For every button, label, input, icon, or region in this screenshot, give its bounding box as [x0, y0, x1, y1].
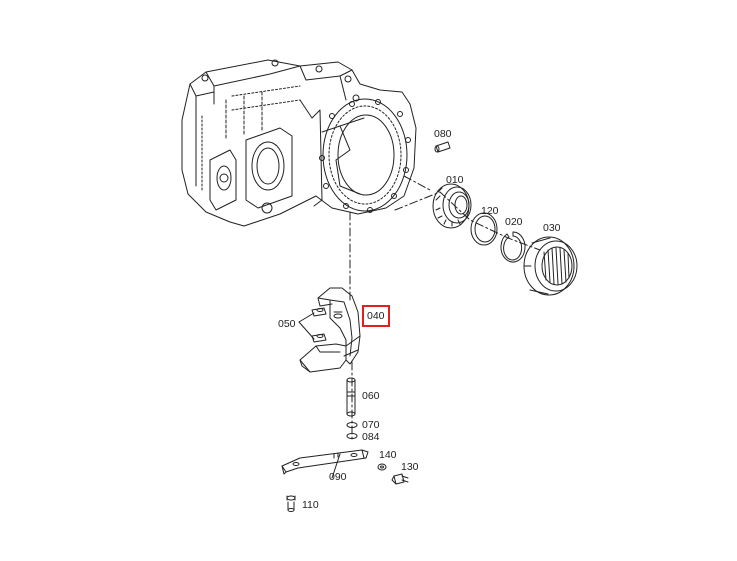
gearbox-housing [181, 59, 417, 227]
part-080-pin [434, 141, 451, 153]
callout-050[interactable]: 050 [278, 318, 296, 330]
part-110-bolt [286, 495, 296, 512]
callout-110[interactable]: 110 [302, 499, 319, 511]
callout-084[interactable]: 084 [362, 431, 380, 443]
part-030-needle-bearing [523, 236, 578, 296]
callout-090[interactable]: 090 [329, 471, 347, 483]
center-line-bearing-stack [394, 191, 541, 251]
callout-020[interactable]: 020 [505, 216, 523, 228]
part-010-bearing [432, 183, 472, 229]
callout-120[interactable]: 120 [481, 205, 499, 217]
part-020-snap-ring [500, 231, 526, 263]
callout-080[interactable]: 080 [434, 128, 452, 140]
callout-030[interactable]: 030 [543, 222, 561, 234]
part-090-lever [281, 449, 369, 479]
callout-060[interactable]: 060 [362, 390, 380, 402]
callout-140[interactable]: 140 [379, 449, 397, 461]
callout-130[interactable]: 130 [401, 461, 419, 473]
part-070-o-ring [346, 422, 358, 428]
part-120-ring [470, 212, 498, 246]
part-050-studs [298, 307, 327, 343]
callout-040-selected[interactable]: 040 [362, 305, 390, 327]
part-130-screw [391, 473, 409, 485]
part-084-o-ring [346, 433, 358, 439]
callout-070[interactable]: 070 [362, 419, 380, 431]
part-060-shaft [346, 377, 356, 417]
callout-010[interactable]: 010 [446, 174, 464, 186]
part-140-washer [377, 463, 387, 471]
part-040-shift-fork [299, 287, 361, 373]
